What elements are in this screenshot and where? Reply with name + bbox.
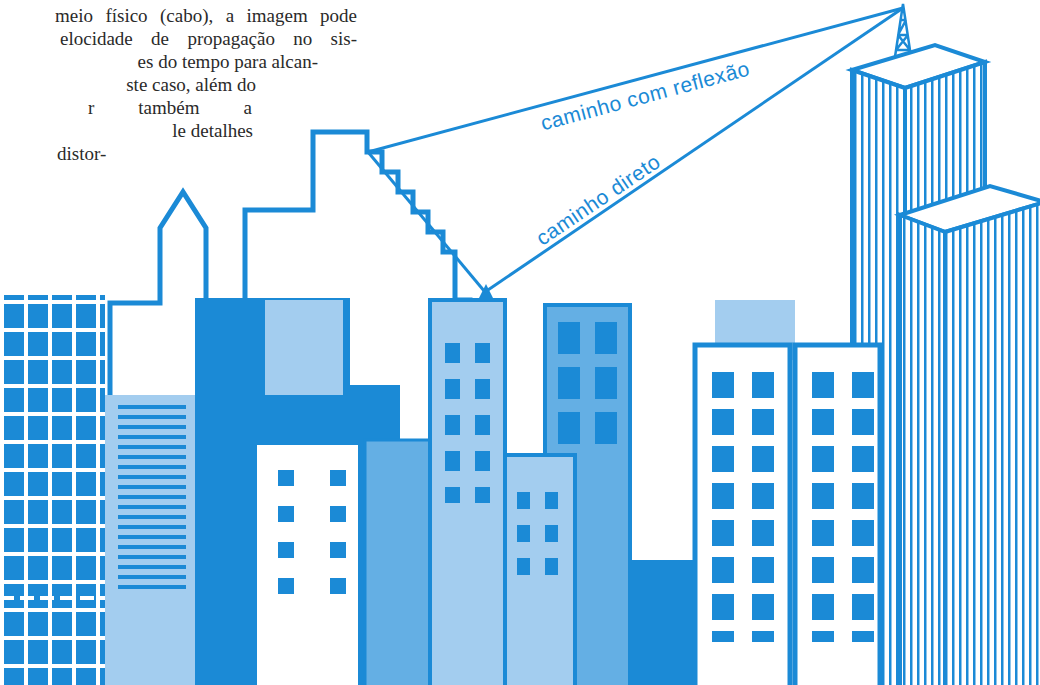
- stripes: [118, 405, 186, 593]
- signal-path: [368, 8, 903, 152]
- body-text-fragment: ste caso, além do: [0, 73, 256, 96]
- path-label: caminho direto: [467, 106, 729, 293]
- tower-face: [900, 215, 945, 685]
- grid-building: [0, 295, 105, 685]
- mid-building: [365, 440, 430, 685]
- white-building: [255, 443, 360, 685]
- path-label: caminho com reflexão: [497, 46, 793, 146]
- signal-path: [485, 8, 903, 292]
- small-building: [505, 455, 575, 685]
- windows: [445, 343, 491, 503]
- tower-face: [945, 202, 1040, 685]
- tower-stripes: [945, 202, 1040, 685]
- striped-building: [105, 395, 200, 685]
- antenna-building: [430, 300, 505, 685]
- windows: [278, 470, 348, 596]
- body-text-fragment: elocidade de propagação no sis-: [60, 27, 357, 50]
- white-building: [795, 345, 880, 685]
- signal-path: [368, 152, 485, 292]
- windows: [712, 372, 774, 642]
- body-text-fragment: r também a: [88, 96, 252, 119]
- windows: [558, 322, 618, 457]
- windows: [812, 372, 874, 642]
- tower-stripes: [900, 215, 945, 685]
- light-panel: [265, 300, 343, 395]
- grid-windows: [0, 295, 105, 685]
- dark-building: [630, 560, 700, 685]
- white-building: [695, 345, 790, 685]
- body-text-fragment: le detalhes: [0, 119, 253, 142]
- body-text-fragment: meio físico (cabo), a imagem pode: [55, 4, 357, 27]
- body-text-fragment: distor-: [57, 142, 106, 165]
- body-text-fragment: es do tempo para alcan-: [0, 50, 318, 73]
- dashed-line: [0, 596, 108, 600]
- windows: [517, 492, 559, 587]
